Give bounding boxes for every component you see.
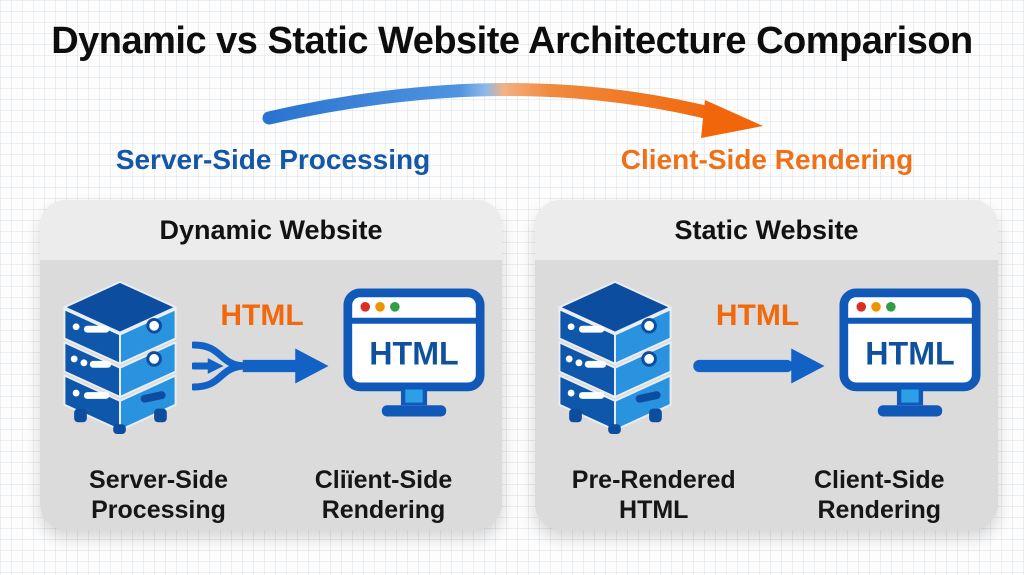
dynamic-connector: HTML	[192, 301, 332, 397]
browser-monitor-icon: HTML	[839, 288, 981, 417]
page-title: Dynamic vs Static Website Architecture C…	[51, 20, 973, 62]
straight-arrow-icon	[692, 348, 824, 384]
static-server-caption: Pre-Rendered HTML	[571, 466, 736, 524]
static-panel-captions: Pre-Rendered HTML Client-Side Rendering	[535, 452, 998, 525]
static-client-caption: Client-Side Rendering	[813, 466, 945, 524]
dynamic-panel-title: Dynamic Website	[159, 214, 383, 245]
static-html-label: HTML	[715, 299, 800, 332]
dynamic-client-caption: Cliïent-Side Rendering	[314, 466, 453, 524]
dynamic-server-caption: Server-Side Processing	[89, 466, 228, 524]
orange-dot-icon	[375, 302, 385, 312]
server-stack-icon	[557, 280, 673, 434]
static-panel-title: Static Website	[674, 214, 859, 245]
server-tier-1	[63, 307, 177, 366]
static-panel-header: Static Website	[535, 200, 998, 260]
dynamic-panel-header: Dynamic Website	[40, 200, 502, 260]
server-to-client-gradient-arrow-icon	[262, 83, 763, 138]
monitor-html-text: HTML	[865, 335, 954, 371]
monitor-html-text: HTML	[369, 335, 458, 371]
server-stack-icon	[62, 280, 178, 434]
red-dot-icon	[856, 302, 867, 312]
server-tier-3	[558, 373, 672, 432]
server-tier-2	[558, 340, 672, 399]
dynamic-html-label: HTML	[220, 299, 304, 332]
dynamic-panel-captions: Server-Side Processing Cliïent-Side Rend…	[40, 452, 502, 525]
static-panel-content: HTML HTML	[535, 260, 998, 452]
browser-monitor-icon: HTML	[343, 288, 485, 417]
server-tier-1	[558, 307, 672, 366]
red-dot-icon	[360, 302, 371, 312]
green-dot-icon	[390, 302, 400, 312]
orange-dot-icon	[871, 302, 881, 312]
green-dot-icon	[886, 302, 896, 312]
server-tier-2	[63, 340, 177, 399]
merging-arrow-icon	[192, 341, 329, 391]
static-connector: HTML	[688, 301, 828, 397]
client-side-rendering-label: Client-Side Rendering	[620, 144, 914, 175]
static-website-panel: Static Website	[535, 200, 998, 530]
dynamic-website-panel: Dynamic Website	[40, 200, 502, 530]
dynamic-panel-content: HTML HTML	[40, 260, 502, 452]
server-side-processing-label: Server-Side Processing	[115, 144, 431, 175]
